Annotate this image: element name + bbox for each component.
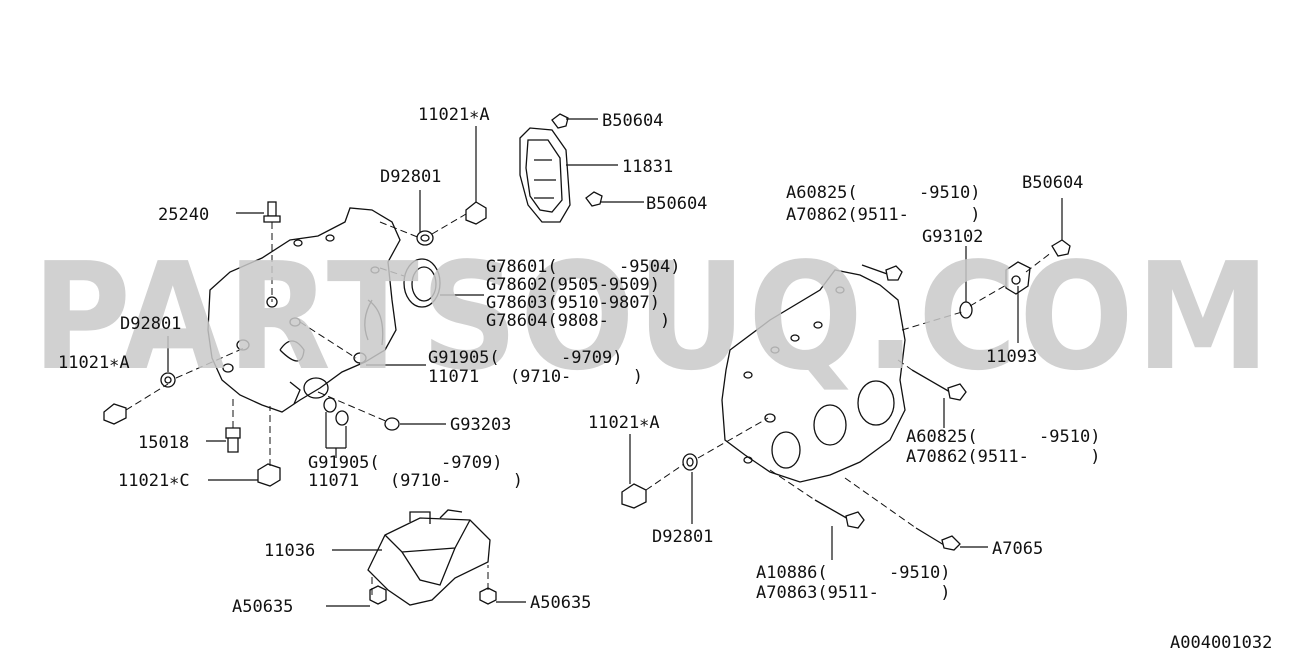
label-b50604-right: B50604 [1022, 173, 1083, 193]
label-a7065: A7065 [992, 539, 1043, 559]
label-11093: 11093 [986, 347, 1037, 367]
oil-seal-part [403, 258, 441, 308]
label-a50635-left: A50635 [232, 597, 293, 617]
label-a70862-lower: A70862(9511- ) [906, 447, 1100, 467]
assembly-dash-lines [125, 213, 1053, 595]
label-g78604: G78604(9808- ) [486, 311, 670, 331]
label-g91905-upper: G91905( -9709) [428, 348, 622, 368]
cylinder-block-left [207, 207, 401, 413]
label-d92801-left: D92801 [120, 314, 181, 334]
label-11071-upper: 11071 (9710- ) [428, 367, 643, 387]
baffle-11036 [367, 509, 497, 606]
label-g78602: G78602(9505-9509) [486, 275, 660, 295]
label-g78603: G78603(9510-9807) [486, 293, 660, 313]
label-25240: 25240 [158, 205, 209, 225]
label-a60825-top: A60825( -9510) [786, 183, 980, 203]
label-d92801-right: D92801 [652, 527, 713, 547]
label-g78601: G78601( -9504) [486, 257, 680, 277]
label-a70863: A70863(9511- ) [756, 583, 950, 603]
label-11021a-right: 11021∗A [588, 413, 660, 433]
label-15018: 15018 [138, 433, 189, 453]
cylinder-block-right [721, 269, 906, 483]
o-rings [323, 352, 400, 431]
label-b50604-mid: B50604 [646, 194, 707, 214]
sensor-25240 [263, 201, 281, 223]
label-11021a-left: 11021∗A [58, 353, 130, 373]
watermark-text: PARTSOUQ.COM [32, 231, 1272, 403]
label-11021c: 11021∗C [118, 471, 190, 491]
fitting-15018 [225, 427, 241, 453]
label-11071-lower: 11071 (9710- ) [308, 471, 523, 491]
label-g93203: G93203 [450, 415, 511, 435]
label-a60825-lower: A60825( -9510) [906, 427, 1100, 447]
label-b50604-top: B50604 [602, 111, 663, 131]
plug-11021c [257, 463, 281, 487]
label-g93102: G93102 [922, 227, 983, 247]
label-a10886: A10886( -9510) [756, 563, 950, 583]
label-a70862-top: A70862(9511- ) [786, 205, 980, 225]
leader-lines [167, 118, 1063, 607]
diagram-id: A004001032 [1170, 633, 1272, 653]
label-a50635-right: A50635 [530, 593, 591, 613]
plug-11021a-left [103, 372, 176, 425]
label-11831: 11831 [622, 157, 673, 177]
label-11021a-top: 11021∗A [418, 105, 490, 125]
cover-11831 [519, 113, 603, 223]
label-11036: 11036 [264, 541, 315, 561]
label-g91905-lower: G91905( -9709) [308, 453, 502, 473]
plug-11021a-top [416, 201, 487, 246]
label-d92801-top: D92801 [380, 167, 441, 187]
right-bolts [621, 239, 1071, 551]
part-labels: 11021∗A B50604 11831 B50604 D92801 25240… [58, 105, 1272, 653]
